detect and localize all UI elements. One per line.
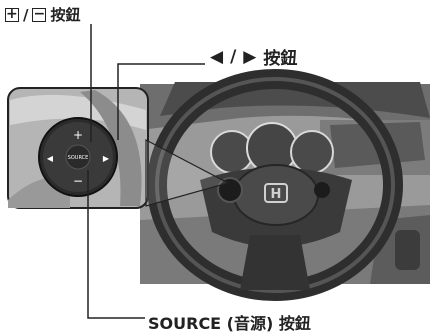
inset-right-key: ▶ [103, 154, 110, 163]
arrow-button-label: ◀ / ▶ 按鈕 [210, 44, 298, 70]
inset-minus-key: − [73, 174, 83, 188]
right-triangle-icon: ▶ [243, 46, 257, 67]
dashboard-photo: H [140, 69, 430, 301]
arrow-separator: / [230, 46, 237, 67]
inset-left-key: ◀ [47, 154, 54, 163]
leader-lines [87, 24, 205, 319]
callout-wedge [145, 139, 230, 207]
plus-minus-button-label: + / − 按鈕 [5, 4, 81, 25]
inset-plus-key: + [73, 128, 83, 142]
plus-minus-separator: / [23, 5, 29, 24]
inset-closeup: + − ◀ ▶ SOURCE [7, 87, 149, 209]
arrow-text: 按鈕 [263, 49, 298, 69]
svg-text:H: H [271, 187, 282, 202]
source-button-label: SOURCE (音源) 按鈕 [148, 314, 311, 333]
left-triangle-icon: ◀ [210, 46, 224, 67]
plus-minus-text: 按鈕 [50, 6, 81, 24]
inset-source-key: SOURCE [68, 155, 89, 161]
minus-box-icon: − [32, 5, 47, 22]
plus-box-icon: + [5, 5, 19, 22]
